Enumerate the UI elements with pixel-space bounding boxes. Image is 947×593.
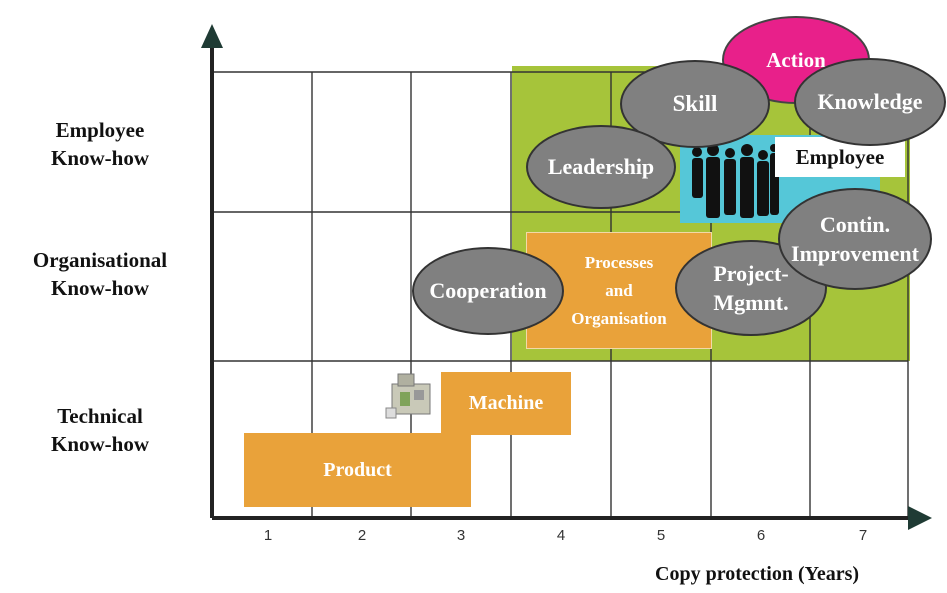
x-tick-4: 4 bbox=[556, 527, 566, 544]
product-box: Product bbox=[244, 433, 471, 507]
machine-icon bbox=[385, 373, 431, 419]
x-axis-arrow-icon bbox=[908, 506, 932, 530]
people-silhouettes-icon bbox=[692, 144, 779, 218]
contin-improvement-ellipse: Contin. Improvement bbox=[778, 188, 932, 290]
machine-box: Machine bbox=[441, 372, 571, 435]
x-tick-6: 6 bbox=[756, 527, 766, 544]
knowledge-ellipse: Knowledge bbox=[794, 58, 946, 146]
y-axis-arrow-icon bbox=[201, 24, 223, 48]
x-tick-7: 7 bbox=[858, 527, 868, 544]
x-tick-1: 1 bbox=[263, 527, 273, 544]
x-tick-5: 5 bbox=[656, 527, 666, 544]
cooperation-ellipse: Cooperation bbox=[412, 247, 564, 335]
leadership-ellipse: Leadership bbox=[526, 125, 676, 209]
x-tick-3: 3 bbox=[456, 527, 466, 544]
x-tick-2: 2 bbox=[357, 527, 367, 544]
x-axis-title: Copy protection (Years) bbox=[655, 563, 860, 585]
